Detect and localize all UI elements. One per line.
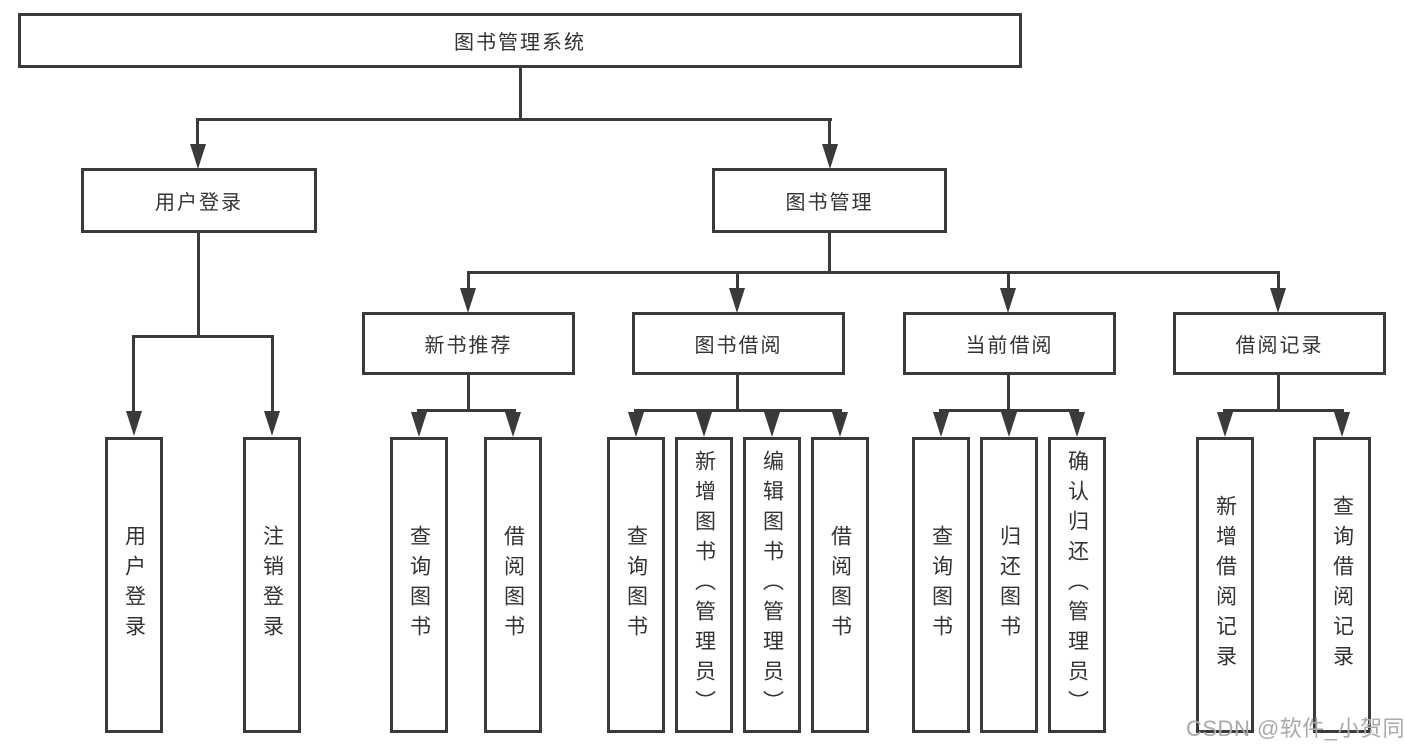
node-root-label: 图书管理系统 [454,32,586,54]
node-borrow-records: 借阅记录 [1173,312,1386,375]
arrow-down-icon [1334,412,1350,437]
node-leaf-query-books-2: 查询图书 [607,437,665,733]
node-leaf-logout: 注销登录 [243,437,301,733]
node-leaf-edit-books-admin: 编辑图书（管理员） [743,437,801,733]
connector-leaf-split [634,409,842,412]
connector-drop-leaf [271,335,274,413]
leaf-label: 编辑图书（管理员） [760,450,784,720]
leaf-label: 借阅图书 [828,525,852,645]
leaf-label: 查询图书 [407,525,431,645]
connector-level3-split [467,271,1280,274]
leaf-label: 注销登录 [260,525,284,645]
arrow-down-icon [628,412,644,437]
node-book-management: 图书管理 [712,168,947,233]
node-leaf-add-borrow-record: 新增借阅记录 [1196,437,1254,733]
node-current-borrow-label: 当前借阅 [965,335,1054,357]
connector-user-login-stem [197,233,200,337]
connector-leaf-split [939,409,1079,412]
arrow-down-icon [933,412,949,437]
arrow-down-icon [1270,288,1286,313]
node-leaf-borrow-books-1: 借阅图书 [484,437,542,733]
arrow-down-icon [1217,412,1233,437]
leaf-label: 查询图书 [929,525,953,645]
leaf-label: 用户登录 [122,525,146,645]
arrow-down-icon [729,288,745,313]
arrow-down-icon [1069,412,1085,437]
arrow-down-icon [190,144,206,169]
connector-stem [736,375,739,411]
node-borrow-records-label: 借阅记录 [1235,335,1324,357]
node-leaf-borrow-books-2: 借阅图书 [811,437,869,733]
connector-drop-level3 [1007,271,1010,289]
connector-root-stem [519,67,522,120]
node-user-login: 用户登录 [81,168,317,233]
arrow-down-icon [411,412,427,437]
node-book-borrow-label: 图书借阅 [694,335,783,357]
arrow-down-icon [822,144,838,169]
connector-stem [1007,375,1010,411]
node-leaf-query-books-3: 查询图书 [912,437,970,733]
leaf-label: 确认归还（管理员） [1065,450,1089,720]
node-leaf-user-login: 用户登录 [105,437,163,733]
connector-drop-level3 [1277,271,1280,289]
connector-drop-leaf [132,335,135,413]
connector-leaf-split [417,409,516,412]
node-leaf-add-books-admin: 新增图书（管理员） [675,437,733,733]
node-user-login-label: 用户登录 [155,192,243,214]
connector-user-login-split [132,335,274,338]
leaf-label: 新增图书（管理员） [692,450,716,720]
leaf-label: 查询借阅记录 [1330,495,1354,675]
connector-stem [467,375,470,411]
node-leaf-query-borrow-record: 查询借阅记录 [1313,437,1371,733]
leaf-label: 归还图书 [997,525,1021,645]
arrow-down-icon [460,288,476,313]
node-book-borrow: 图书借阅 [632,312,845,375]
arrow-down-icon [696,412,712,437]
connector-drop-user-login [196,118,199,146]
arrow-down-icon [264,411,280,436]
connector-book-management-stem [828,233,831,273]
leaf-label: 借阅图书 [501,525,525,645]
node-leaf-confirm-return-admin: 确认归还（管理员） [1048,437,1106,733]
csdn-watermark: CSDN @软件_小贺同学 [1186,716,1405,741]
arrow-down-icon [764,412,780,437]
connector-stem [1277,375,1280,411]
connector-level2-split [196,118,832,121]
node-root: 图书管理系统 [18,13,1022,68]
connector-drop-level3 [467,271,470,289]
leaf-label: 查询图书 [624,525,648,645]
arrow-down-icon [1000,288,1016,313]
node-current-borrow: 当前借阅 [903,312,1116,375]
connector-drop-level3 [736,271,739,289]
node-book-management-label: 图书管理 [785,192,874,214]
node-new-book-recommend-label: 新书推荐 [424,335,513,357]
arrow-down-icon [505,412,521,437]
connector-leaf-split [1223,409,1344,412]
node-new-book-recommend: 新书推荐 [362,312,575,375]
arrow-down-icon [832,412,848,437]
arrow-down-icon [1001,412,1017,437]
arrow-down-icon [126,411,142,436]
leaf-label: 新增借阅记录 [1213,495,1237,675]
node-leaf-query-books-1: 查询图书 [390,437,448,733]
connector-drop-book-management [828,118,831,146]
node-leaf-return-books: 归还图书 [980,437,1038,733]
